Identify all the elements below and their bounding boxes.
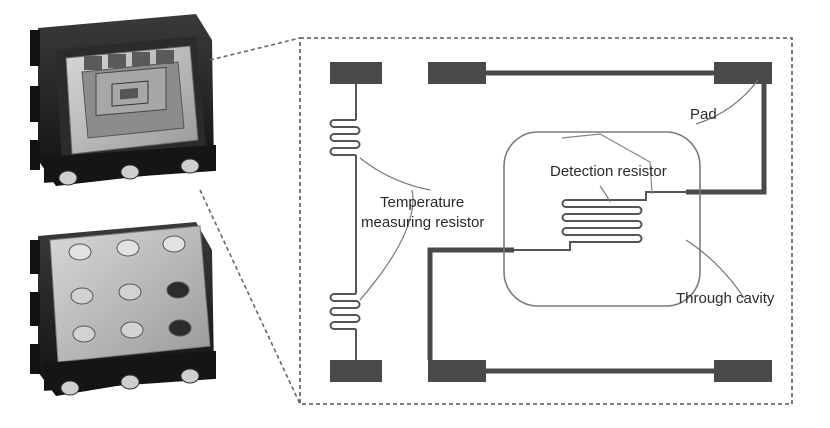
pad-label: Pad (690, 106, 717, 123)
temperature-leader-upper (359, 157, 431, 191)
pad-bottom-left (330, 360, 382, 382)
through-cavity (503, 131, 701, 307)
pad-bottom-middle (428, 360, 486, 382)
detection-resistor (514, 191, 690, 251)
cavity-leader (685, 239, 745, 299)
detection-lead (561, 133, 653, 195)
pad-top-left (330, 62, 382, 84)
wiring-traces (427, 70, 767, 374)
sensor-chip-bottom-icon (30, 222, 216, 396)
temperature-resistor (329, 84, 361, 360)
detail-frame (299, 37, 793, 405)
detection-leader (599, 185, 611, 203)
pad-bottom-right (714, 360, 772, 382)
zoom-line-top (209, 37, 301, 61)
temperature-label-line2: measuring resistor (361, 214, 485, 231)
pad-top-right (714, 62, 772, 84)
pad-leader (695, 79, 759, 125)
detection-resistor-label: Detection resistor (550, 163, 667, 180)
pad-top-middle (428, 62, 486, 84)
sensor-chip-open-top-icon (30, 14, 216, 186)
through-cavity-label: Through cavity (676, 290, 775, 307)
leader-lines (359, 79, 759, 301)
temperature-leader-lower (359, 189, 414, 301)
zoom-line-bottom (199, 189, 301, 405)
temperature-label-line1: Temperature (380, 194, 465, 211)
